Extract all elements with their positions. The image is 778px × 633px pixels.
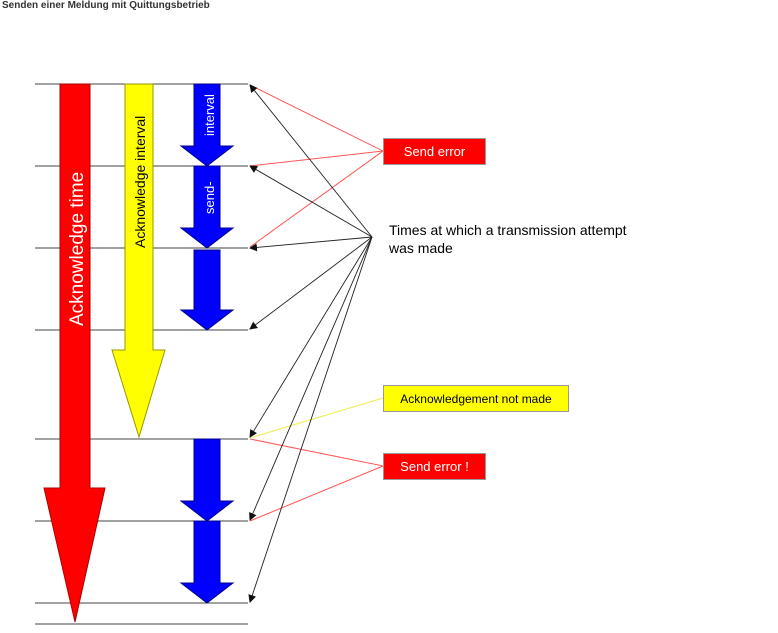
ack-not-made-box: Acknowledgement not made xyxy=(383,385,569,412)
acknowledge-time-arrow xyxy=(43,83,106,623)
send-error-lines-2 xyxy=(249,438,384,522)
send-error-box-2: Send error ! xyxy=(383,453,486,480)
acknowledge-interval-arrow xyxy=(111,83,166,439)
send-error-box: Send error xyxy=(383,138,486,165)
transmission-attempts-note: Times at which a transmission attempt wa… xyxy=(389,222,627,256)
send-label: send- xyxy=(202,181,217,214)
ack-not-made-line xyxy=(249,397,384,439)
send-error-lines xyxy=(249,84,384,248)
send-interval-arrow xyxy=(179,438,235,522)
send-interval-arrows xyxy=(179,83,235,604)
acknowledge-time-label: Acknowledge time xyxy=(67,172,88,326)
acknowledge-interval-label: Acknowledge interval xyxy=(132,116,148,248)
send-interval-arrow xyxy=(179,520,235,604)
interval-label: interval xyxy=(202,94,217,136)
diagram-title: Senden einer Meldung mit Quittungsbetrie… xyxy=(2,0,210,11)
send-interval-arrow xyxy=(179,165,235,249)
send-interval-arrow xyxy=(179,83,235,167)
transmission-attempt-arrows xyxy=(248,84,373,603)
send-interval-arrow xyxy=(179,249,235,331)
